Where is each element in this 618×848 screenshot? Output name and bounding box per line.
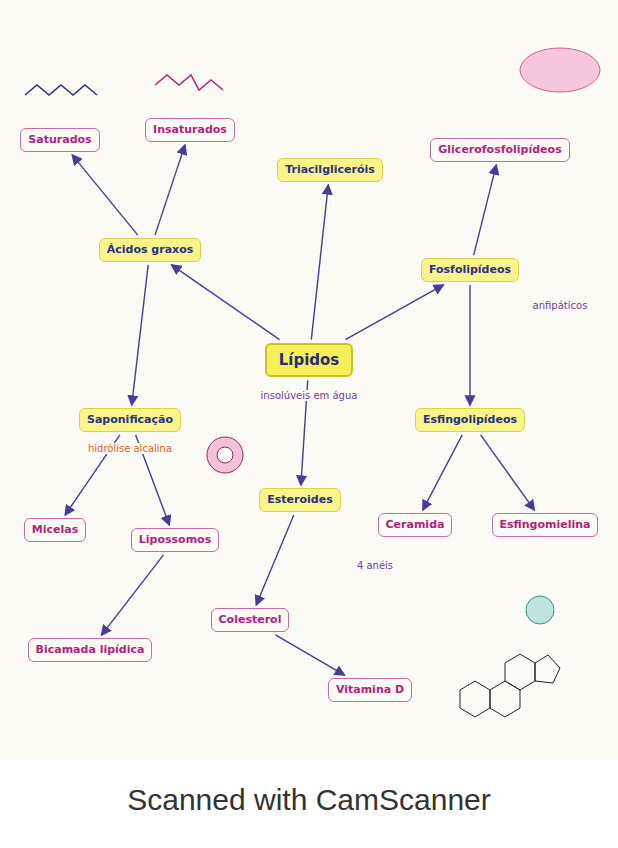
topic-box: Esfingomielina	[492, 513, 599, 537]
note-text: insolúveis em água	[259, 390, 360, 401]
topic-box: Bicamada lipídica	[28, 638, 153, 662]
fatty-acid-chain	[25, 85, 97, 95]
watermark: Scanned with CamScanner	[125, 783, 493, 817]
heading-box: Esteroides	[259, 488, 340, 512]
note-text: anfipáticos	[531, 300, 590, 311]
micelle-drawing	[207, 437, 243, 473]
node-text: Fosfolipídeos	[429, 263, 511, 277]
steroid-ring	[460, 681, 490, 717]
topic-box: Micelas	[24, 518, 86, 542]
connector-arrow	[423, 435, 462, 510]
node-text: Vitamina D	[336, 683, 404, 697]
node-text: Micelas	[32, 523, 78, 537]
heading-box: Saponificação	[79, 408, 181, 432]
connector-arrow	[345, 285, 443, 340]
node-text: Esfingolipídeos	[423, 413, 517, 427]
steroid-ring	[490, 681, 520, 717]
connector-arrow	[311, 185, 328, 340]
topic-box: Ceramida	[378, 513, 453, 537]
topic-box: Colesterol	[211, 608, 290, 632]
node-text: Triacilgliceróis	[285, 163, 375, 177]
node-text: Bicamada lipídica	[36, 643, 145, 657]
node-text: Colesterol	[219, 613, 282, 627]
connector-arrow	[102, 555, 164, 635]
node-text: Lipossomos	[139, 533, 211, 547]
node-text: Ácidos graxos	[107, 243, 194, 257]
heading-box: Esfingolipídeos	[415, 408, 525, 432]
topic-box: Lipossomos	[131, 528, 219, 552]
heading-box: Triacilgliceróis	[277, 158, 383, 182]
connector-arrow	[469, 285, 470, 405]
node-text: Saponificação	[87, 413, 173, 427]
connector-arrow	[72, 155, 138, 235]
connector-arrow	[474, 165, 497, 255]
connector-arrow	[481, 435, 535, 510]
connector-arrow	[276, 635, 345, 675]
node-text: Insaturados	[153, 123, 227, 137]
glycerol-blob	[520, 48, 600, 92]
topic-box: Vitamina D	[328, 678, 412, 702]
node-text: Saturados	[28, 133, 91, 147]
micelle-core	[217, 447, 233, 463]
connector-arrow	[256, 515, 294, 605]
node-text: Lípidos	[279, 351, 340, 370]
steroid-ring	[505, 654, 535, 690]
connector-arrow	[172, 265, 280, 340]
heading-box: Ácidos graxos	[99, 238, 202, 262]
connector-arrow	[155, 145, 185, 235]
topic-box: Insaturados	[145, 118, 235, 142]
head-group	[526, 596, 554, 624]
node-text: Esteroides	[267, 493, 332, 507]
topic-box: Saturados	[20, 128, 99, 152]
steroid-ring	[535, 655, 560, 683]
fatty-acid-chain	[155, 75, 223, 90]
topic-box: Glicerofosfolipídeos	[430, 138, 569, 162]
node-text: Glicerofosfolipídeos	[438, 143, 561, 157]
note-text: 4 anéis	[355, 560, 395, 571]
node-text: Esfingomielina	[500, 518, 591, 532]
note-text: hidrólise alcalina	[86, 443, 174, 454]
connector-arrow	[132, 265, 149, 405]
heading-box: Fosfolipídeos	[421, 258, 519, 282]
heading-box: Lípidos	[265, 343, 354, 378]
node-text: Ceramida	[386, 518, 445, 532]
